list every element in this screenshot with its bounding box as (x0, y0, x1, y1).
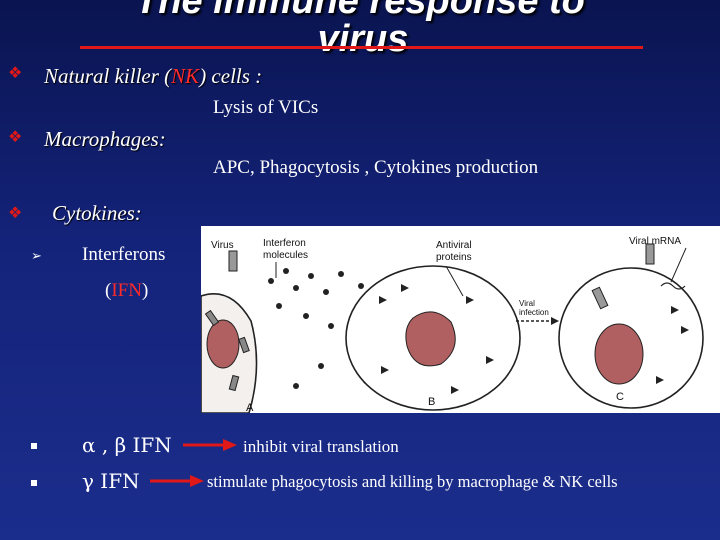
ifn-abbr-line: (IFN) (105, 280, 149, 301)
arrow-bullet-icon: ➢ (31, 249, 42, 264)
diamond-bullet-icon: ❖ (8, 127, 23, 146)
virus-particle (204, 309, 220, 327)
virus-particle (238, 336, 250, 354)
diamond-bullet-icon: ❖ (8, 63, 23, 82)
virus-particle (591, 286, 609, 310)
virus-particle (228, 250, 238, 272)
interferon-diagram: Virus Interferon molecules Antiviral pro… (201, 236, 704, 413)
nk-detail: Lysis of VICs (213, 97, 319, 118)
nk-abbr: NK (171, 64, 200, 88)
label-antiviral-1: Antiviral (436, 240, 472, 251)
nucleus-a (206, 319, 240, 369)
label-panel-c: C (616, 391, 624, 403)
virus-particle (645, 243, 655, 265)
gamma-ifn-label: γ IFN (82, 469, 140, 493)
alpha-beta-ifn-action: inhibit viral translation (243, 437, 399, 456)
ifn-abbr: IFN (111, 280, 142, 301)
nucleus-b (405, 311, 456, 367)
nk-prefix: Natural killer ( (44, 64, 172, 88)
slide-title: The immune response to virus (0, 0, 720, 58)
virus-particle (228, 374, 240, 392)
square-bullet-icon (31, 443, 37, 449)
label-antiviral-2: proteins (436, 252, 472, 263)
label-panel-b: B (428, 396, 435, 408)
label-virus: Virus (211, 240, 234, 251)
antiviral-proteins (379, 284, 494, 394)
label-interferon-1: Interferon (263, 238, 306, 249)
label-panel-a: A (246, 402, 254, 413)
red-arrow-icon (150, 475, 204, 487)
label-interferon-2: molecules (263, 250, 308, 261)
title-underline (80, 46, 643, 49)
title-line-1: The immune response to (135, 0, 585, 22)
cytokines-label: Cytokines: (52, 201, 142, 225)
nk-suffix: ) cells : (199, 64, 263, 88)
interferons-label: Interferons (82, 244, 166, 265)
square-bullet-icon (31, 480, 37, 486)
red-arrow-icon (183, 439, 237, 451)
gamma-ifn-action: stimulate phagocytosis and killing by ma… (207, 472, 618, 491)
nk-bullet: Natural killer (NK) cells : (44, 64, 262, 88)
label-viral-infection-1: Viral (519, 299, 535, 308)
macrophages-label: Macrophages: (44, 127, 166, 151)
viral-mrna-strand (660, 282, 686, 290)
nucleus-c (594, 323, 644, 385)
title-line-2: virus (317, 18, 409, 60)
alpha-beta-ifn-label: α , β IFN (82, 433, 172, 457)
label-viral-infection-2: infection (519, 308, 549, 317)
macrophages-detail: APC, Phagocytosis , Cytokines production (213, 157, 539, 178)
label-viral-mrna: Viral mRNA (629, 236, 681, 247)
diamond-bullet-icon: ❖ (8, 203, 23, 222)
interferon-figure: Virus Interferon molecules Antiviral pro… (201, 226, 720, 413)
